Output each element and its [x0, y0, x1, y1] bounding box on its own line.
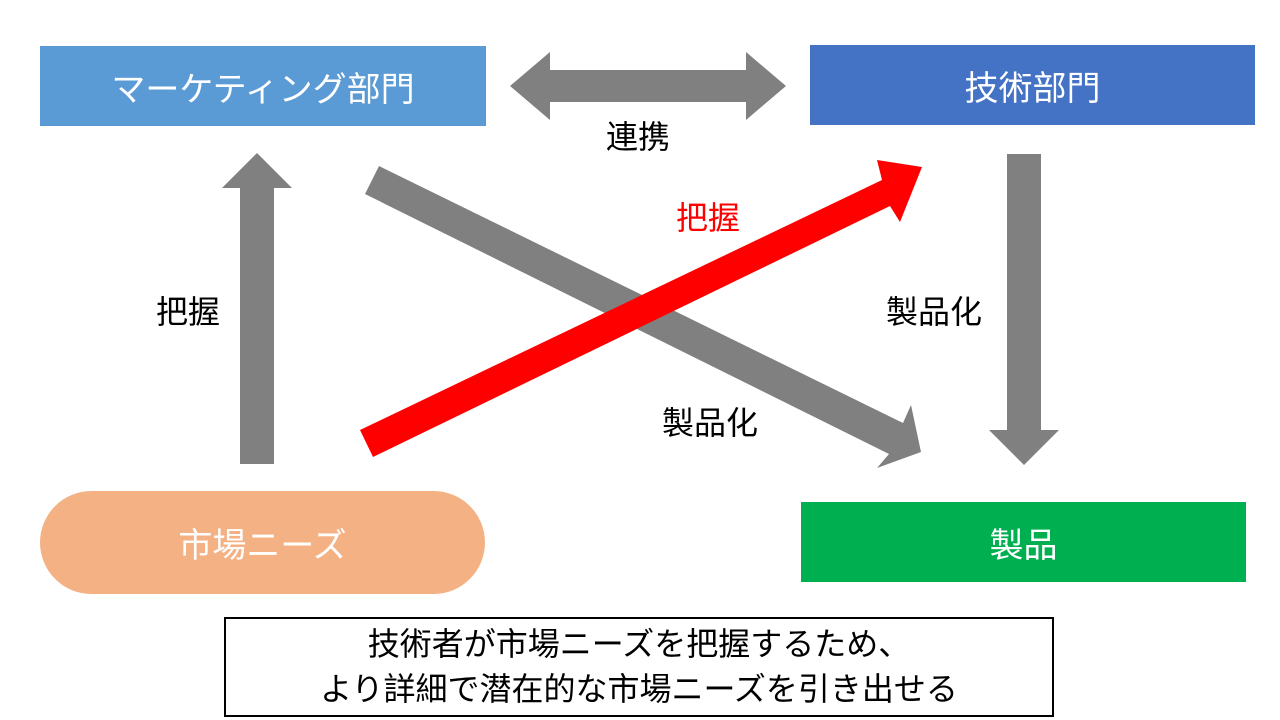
- productize-right-label: 製品化: [886, 293, 983, 331]
- conclusion-box: 技術者が市場ニーズを把握するため、 より詳細で潜在的な市場ニーズを引き出せる: [224, 617, 1054, 717]
- grasp-left-label: 把握: [156, 293, 221, 331]
- tech-department-label: 技術部門: [964, 68, 1101, 109]
- market-needs-box: 市場ニーズ: [40, 491, 485, 594]
- conclusion-line-2: より詳細で潜在的な市場ニーズを引き出せる: [320, 670, 958, 708]
- marketing-department-label: マーケティング部門: [111, 69, 415, 110]
- arrow-tech-to-product: [989, 154, 1059, 465]
- market-needs-label: 市場ニーズ: [178, 526, 347, 566]
- conclusion-line-1: 技術者が市場ニーズを把握するため、: [367, 625, 911, 663]
- grasp-red-label: 把握: [676, 199, 741, 237]
- product-label: 製品: [989, 525, 1058, 566]
- arrow-collaboration: [510, 52, 786, 120]
- collaboration-label: 連携: [606, 118, 671, 156]
- productize-middle-label: 製品化: [662, 404, 759, 442]
- arrow-needs-to-marketing: [222, 153, 292, 464]
- tech-department-box: 技術部門: [810, 45, 1255, 125]
- product-box: 製品: [801, 502, 1246, 582]
- marketing-department-box: マーケティング部門: [40, 46, 486, 126]
- arrow-needs-to-tech: [360, 160, 922, 457]
